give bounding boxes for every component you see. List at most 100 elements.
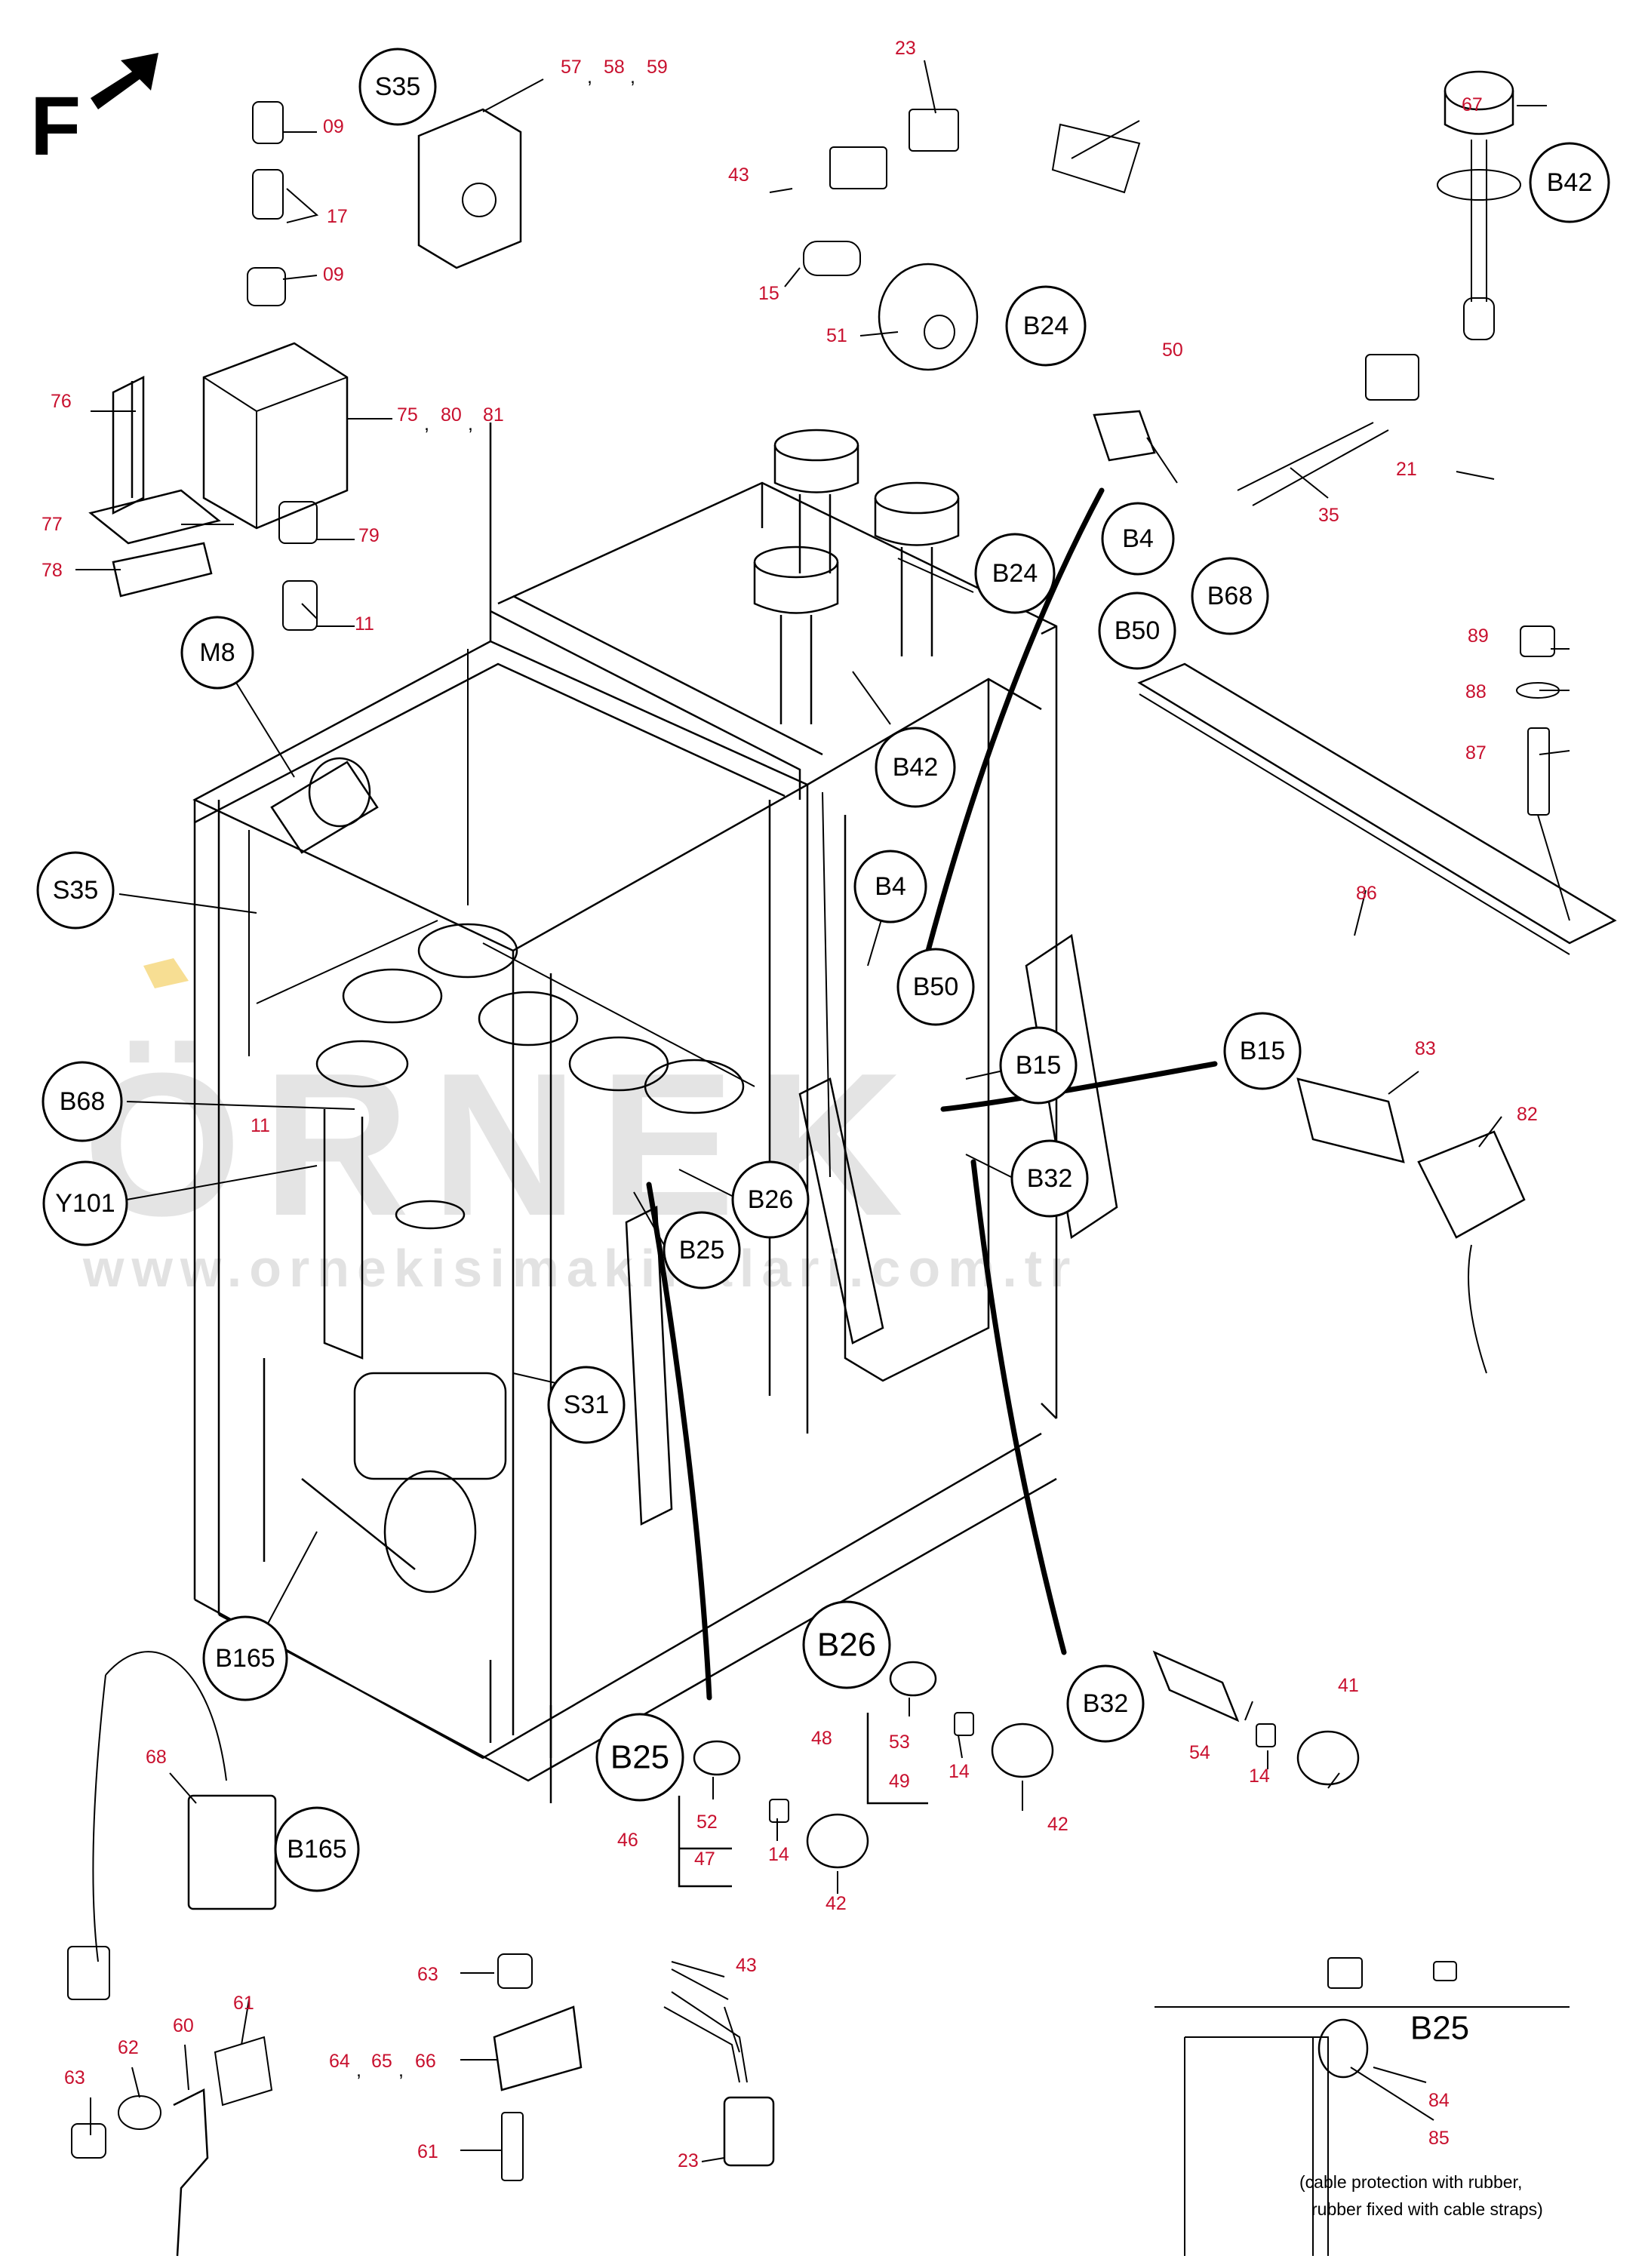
part-number: 88 (1465, 681, 1487, 702)
part-number: 76 (51, 391, 72, 412)
component-code: B15 (1016, 1051, 1062, 1080)
component-code: B165 (287, 1835, 346, 1864)
part-number: 15 (758, 283, 779, 304)
part-number: 65 (371, 2051, 392, 2072)
component-code: S35 (375, 72, 421, 101)
component-code: B165 (215, 1644, 275, 1673)
part-number: 81 (483, 404, 504, 426)
part-number: 43 (728, 164, 749, 186)
part-number: 58 (604, 57, 625, 78)
part-number: 14 (768, 1844, 789, 1865)
part-number: 09 (323, 116, 344, 137)
part-number: 68 (146, 1747, 167, 1768)
front-direction-marker: F (30, 53, 158, 173)
svg-text:,: , (356, 2060, 361, 2081)
part-number: 79 (358, 525, 380, 546)
part-number: 09 (323, 264, 344, 285)
component-code: B24 (992, 559, 1038, 588)
component-code: B15 (1240, 1037, 1286, 1065)
watermark-url: www.ornekisimakinalari.com.tr (82, 1239, 1078, 1298)
component-code: B26 (817, 1627, 876, 1664)
part-number: 78 (42, 560, 63, 581)
part-number: 63 (64, 2067, 85, 2088)
part-number: 67 (1462, 94, 1483, 115)
part-number: 80 (441, 404, 462, 426)
part-number: 14 (1249, 1766, 1270, 1787)
component-code: B50 (913, 973, 959, 1001)
svg-text:,: , (587, 66, 592, 88)
part-number: 49 (889, 1771, 910, 1792)
footnote-line: (cable protection with rubber, (1299, 2172, 1522, 2192)
part-number: 61 (233, 1993, 254, 2014)
float-towers (753, 429, 960, 724)
part-number: 89 (1468, 625, 1489, 647)
part-number: 84 (1428, 2090, 1450, 2111)
svg-text:,: , (424, 413, 429, 435)
part-number: 64 (329, 2051, 350, 2072)
part-number: 63 (417, 1964, 438, 1985)
component-code: B26 (748, 1185, 794, 1214)
part-number: 87 (1465, 742, 1487, 764)
part-number: 57 (561, 57, 582, 78)
part-number: 59 (647, 57, 668, 78)
part-number: 53 (889, 1732, 910, 1753)
component-code-bubbles: S35 B42 B24 B4 B24 B68 B50 M8 B42 B4 S35… (36, 48, 1610, 2047)
direction-arrow-icon (91, 53, 158, 109)
component-code: B42 (893, 753, 939, 782)
part-number: 83 (1415, 1038, 1436, 1059)
part-number: 42 (1047, 1814, 1068, 1835)
part-number: 54 (1189, 1742, 1210, 1763)
component-code: B24 (1023, 312, 1069, 340)
component-code: Y101 (55, 1189, 115, 1218)
part-number: 11 (355, 613, 374, 635)
part-number: 42 (826, 1893, 847, 1914)
svg-text:,: , (398, 2060, 404, 2081)
component-code: B42 (1547, 168, 1593, 197)
component-code: B25 (610, 1739, 669, 1776)
component-code: B25 (1410, 2010, 1469, 2047)
part-number: 17 (327, 206, 348, 227)
part-number: 35 (1318, 505, 1339, 526)
part-number: 60 (173, 2015, 194, 2036)
component-code: B4 (1122, 524, 1154, 553)
component-code: S35 (53, 876, 99, 905)
component-code: B68 (60, 1087, 106, 1116)
inner-assemblies (263, 757, 745, 1593)
component-code: B25 (679, 1236, 725, 1265)
part-number: 23 (895, 38, 916, 59)
part-number: 14 (949, 1761, 970, 1782)
component-code: B4 (875, 872, 906, 901)
part-number: 41 (1338, 1675, 1359, 1696)
part-number: 51 (826, 325, 847, 346)
component-code: M8 (199, 638, 235, 667)
footnote-line: rubber fixed with cable straps) (1311, 2199, 1543, 2219)
part-number: 52 (696, 1812, 718, 1833)
part-number: 50 (1162, 340, 1183, 361)
part-number: 66 (415, 2051, 436, 2072)
part-number: 61 (417, 2141, 438, 2162)
component-code: B50 (1115, 616, 1161, 645)
part-number: 77 (42, 514, 63, 535)
part-number: 62 (118, 2037, 139, 2058)
exploded-parts (67, 70, 1617, 2257)
part-number: 85 (1428, 2128, 1450, 2149)
machine-frame (192, 423, 1118, 1803)
footnote: (cable protection with rubber, rubber fi… (1299, 2172, 1543, 2219)
part-number: 86 (1356, 883, 1377, 904)
component-code: B68 (1207, 582, 1253, 610)
part-number: 46 (617, 1830, 638, 1851)
part-number: 11 (251, 1115, 270, 1136)
part-number-labels: 57 , 58 , 59 23 09 67 67 17 09 43 15 51 … (42, 38, 1538, 2171)
component-code: B32 (1027, 1164, 1073, 1193)
part-number: 21 (1396, 459, 1417, 480)
part-number: 48 (811, 1728, 832, 1749)
direction-label: F (30, 80, 81, 173)
component-code: B32 (1083, 1689, 1129, 1718)
svg-text:,: , (468, 413, 473, 435)
part-number: 23 (678, 2150, 699, 2171)
sensor-cables (248, 487, 1218, 1701)
part-number: 75 (397, 404, 418, 426)
component-code: S31 (564, 1391, 610, 1419)
svg-text:,: , (630, 66, 635, 88)
